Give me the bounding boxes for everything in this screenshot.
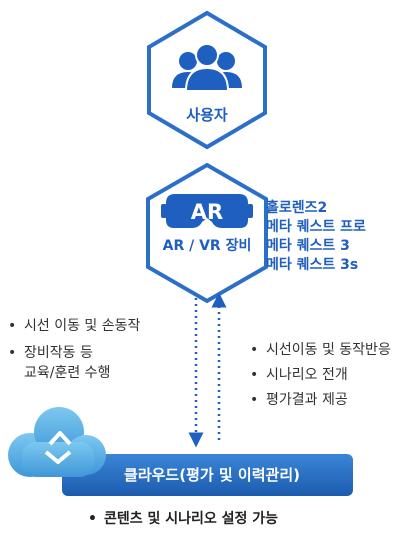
- bullet-icon: •: [8, 318, 17, 334]
- ar-badge: AR: [191, 200, 223, 224]
- device-item-quest-pro: 메타 퀘스트 프로: [266, 219, 366, 235]
- bullet-icon: •: [88, 511, 97, 527]
- bullet-icon: •: [8, 345, 17, 361]
- device-item-quest-3: 메타 퀘스트 3: [266, 238, 350, 254]
- user-node: [147, 10, 267, 150]
- user-action-item: •장비작동 등: [8, 345, 93, 361]
- cloud-sync-icon: [8, 407, 106, 477]
- user-action-item-continued: 교육/훈련 수행: [24, 365, 111, 381]
- bullet-icon: •: [250, 342, 259, 358]
- system-response-item: •시나리오 전개: [250, 363, 391, 388]
- device-hexagon: [146, 162, 268, 304]
- system-response-item: •시선이동 및 동작반응: [250, 338, 391, 363]
- device-node: [146, 162, 268, 304]
- bullet-icon: •: [250, 392, 259, 408]
- footnote: •콘텐츠 및 시나리오 설정 가능: [88, 511, 279, 527]
- device-item-hololens2: 홀로렌즈2: [266, 200, 328, 216]
- device-item-quest-3s: 메타 퀘스트 3s: [266, 257, 359, 273]
- users-icon: [172, 43, 242, 92]
- cloud-bar: [62, 454, 353, 496]
- vr-headset-icon: [161, 194, 253, 228]
- system-response-item: •평가결과 제공: [250, 388, 391, 413]
- user-action-item: •시선 이동 및 손동작: [8, 318, 141, 334]
- user-actions-list: •시선 이동 및 손동작 •장비작동 등 교육/훈련 수행: [8, 316, 140, 383]
- cloud-bar-label: 클라우드(평가 및 이력관리): [124, 466, 300, 484]
- system-responses-list: •시선이동 및 동작반응 •시나리오 전개 •평가결과 제공: [250, 338, 391, 413]
- bullet-icon: •: [250, 367, 259, 383]
- device-label: AR / VR 장비: [163, 237, 252, 254]
- device-list: 홀로렌즈2 메타 퀘스트 프로 메타 퀘스트 3 메타 퀘스트 3s: [266, 199, 366, 275]
- user-label: 사용자: [186, 106, 228, 124]
